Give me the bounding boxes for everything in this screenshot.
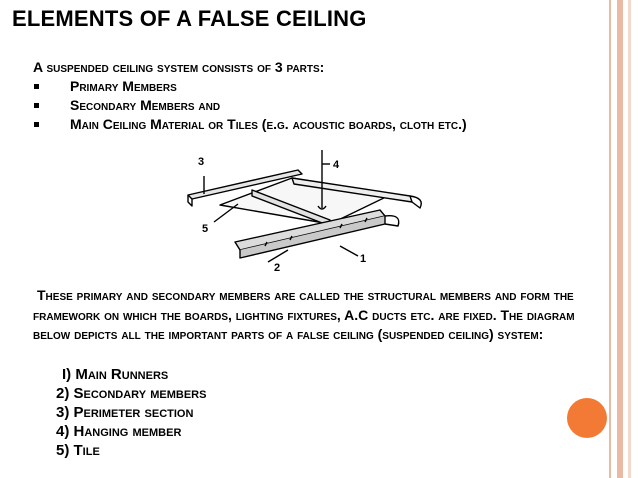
bullet-list: Primary Members Secondary Members and Ma…	[33, 77, 467, 134]
main-runner-end	[384, 215, 400, 227]
perimeter-section-edge	[187, 195, 193, 207]
bullet-text: Main Ceiling Material or Tiles (e.g. aco…	[70, 116, 467, 132]
hanging-member-hook	[317, 205, 327, 210]
description-paragraph: These primary and secondary members are …	[33, 286, 608, 345]
parts-list: I) Main Runners 2) Secondary members 3) …	[56, 365, 206, 460]
square-bullet-icon	[34, 84, 39, 89]
diagram-label-4: 4	[333, 159, 340, 171]
diagram-label-1: 1	[360, 253, 366, 265]
bullet-item: Main Ceiling Material or Tiles (e.g. aco…	[33, 115, 467, 134]
bullet-item: Secondary Members and	[33, 96, 467, 115]
intro-text: A suspended ceiling system consists of 3…	[33, 59, 325, 75]
border-rail-left	[609, 0, 611, 478]
part-item: 3) Perimeter section	[56, 404, 194, 421]
bullet-text: Primary Members	[70, 78, 177, 94]
runner-slots	[264, 217, 368, 247]
diagram-label-3: 3	[198, 156, 204, 168]
part-item: 5) Tile	[56, 442, 100, 459]
leader-line-1	[339, 245, 359, 257]
part-item: 2) Secondary members	[56, 385, 207, 402]
border-rail-middle	[617, 0, 623, 478]
square-bullet-icon	[34, 103, 39, 108]
leader-line-5	[213, 203, 239, 223]
back-cross-tee-end	[409, 195, 422, 209]
slide-title: ELEMENTS OF A FALSE CEILING	[12, 6, 367, 31]
bullet-item: Primary Members	[33, 77, 467, 96]
diagram-label-2: 2	[274, 262, 280, 274]
border-rail-right	[628, 0, 631, 478]
ceiling-system-diagram: 3 4 5 2 1	[187, 150, 422, 274]
leader-line-2	[267, 249, 289, 263]
diagram-label-5: 5	[202, 223, 208, 235]
perimeter-section-shape	[187, 169, 303, 200]
decorative-circle	[567, 398, 607, 438]
paragraph-text: These primary and secondary members are …	[33, 287, 575, 342]
part-item: I) Main Runners	[62, 366, 169, 383]
square-bullet-icon	[34, 122, 39, 127]
part-item: 4) Hanging member	[56, 423, 182, 440]
main-runner-web	[239, 216, 386, 259]
bullet-text: Secondary Members and	[70, 97, 221, 113]
